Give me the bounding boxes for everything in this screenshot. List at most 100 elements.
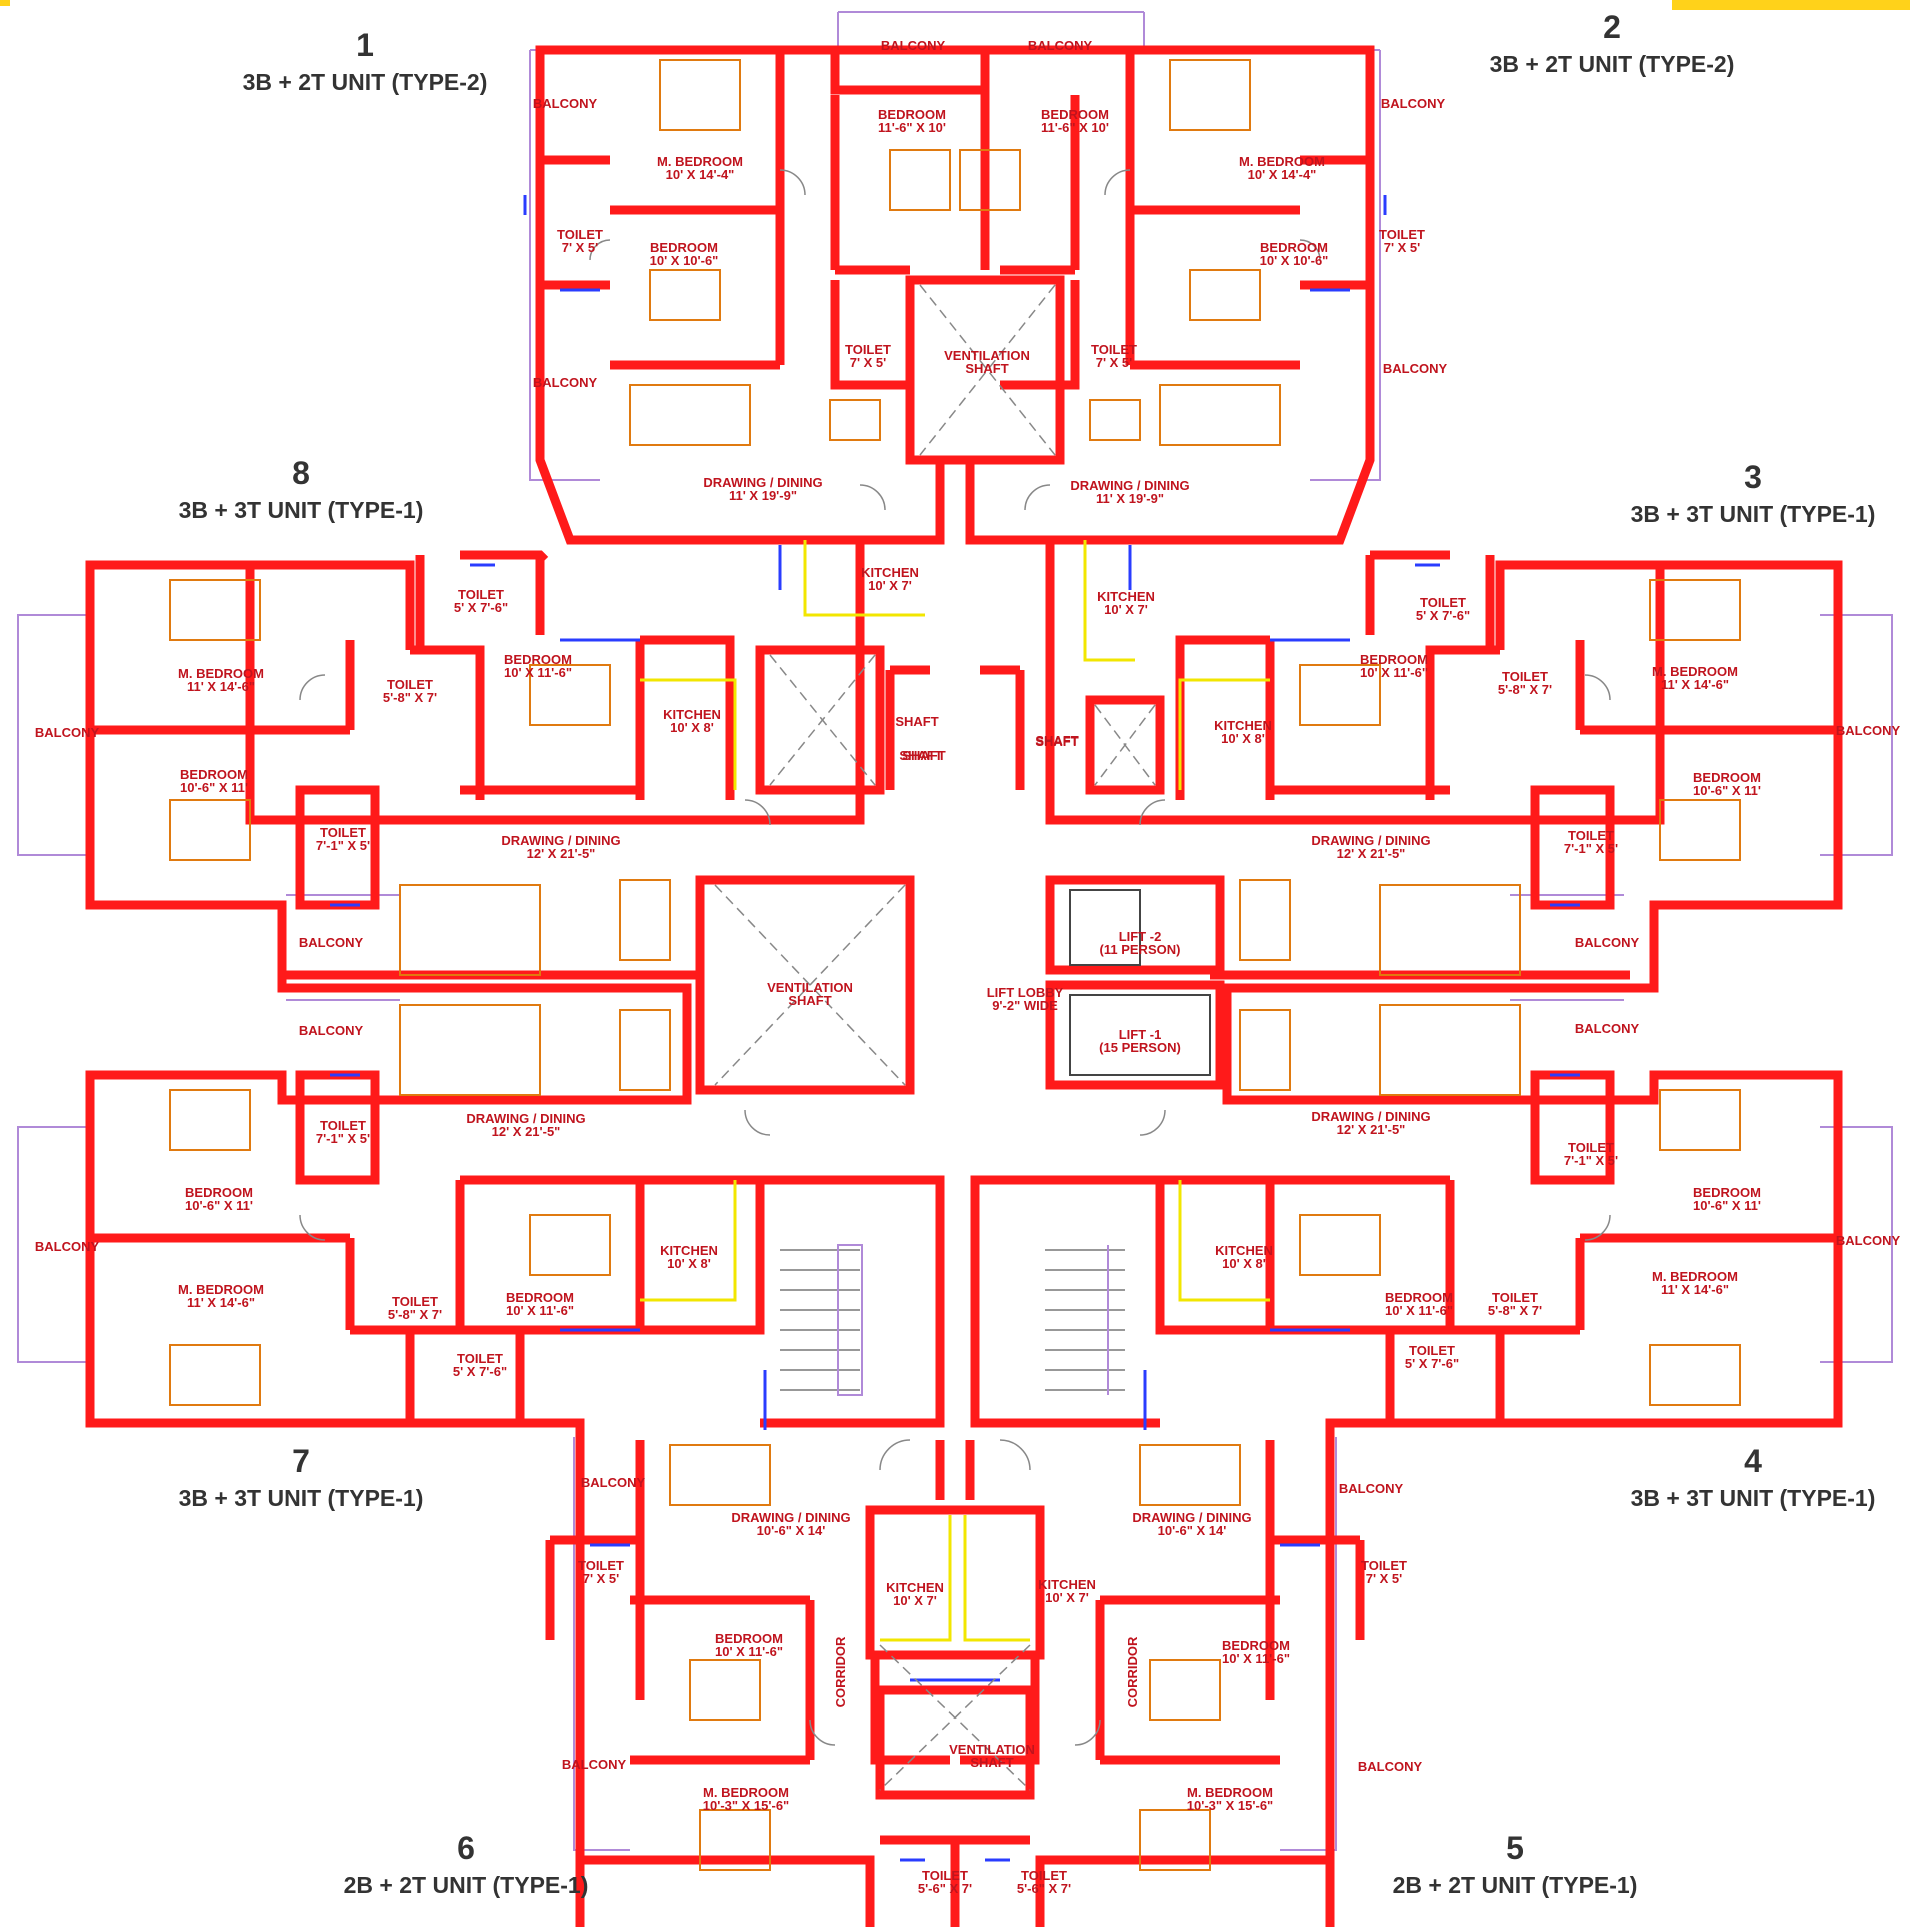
furniture	[169, 59, 1741, 1871]
room-label: BALCONY	[881, 38, 946, 53]
room-name: DRAWING / DINING	[501, 833, 620, 848]
room-size: 7' X 5'	[1384, 240, 1421, 255]
unit-number: 4	[1744, 1443, 1762, 1479]
room-label: SHAFT	[1035, 733, 1078, 748]
room-label: BALCONY	[1381, 96, 1446, 111]
room-name: DRAWING / DINING	[1311, 1109, 1430, 1124]
room-name: BEDROOM	[506, 1290, 574, 1305]
room-size: 10' X 11'-6"	[506, 1303, 574, 1318]
building-walls	[85, 45, 1843, 1927]
room-label: BALCONY	[1028, 38, 1093, 53]
room-size: 10' X 7'	[1104, 602, 1148, 617]
unit-type: 3B + 3T UNIT (TYPE-1)	[179, 1485, 424, 1511]
doors	[299, 169, 1611, 1746]
room-size: 10' X 11'-6"	[1360, 665, 1428, 680]
room-size: 10'-6" X 11'	[180, 780, 248, 795]
room-label: BALCONY	[1339, 1481, 1404, 1496]
windows	[330, 195, 1580, 1862]
room-name: BALCONY	[1339, 1481, 1404, 1496]
room-name: KITCHEN	[1097, 589, 1155, 604]
room-name: M. BEDROOM	[657, 154, 743, 169]
room-size: 10' X 14'-4"	[1248, 167, 1317, 182]
room-label: LIFT -1(15 PERSON)	[1099, 1027, 1181, 1055]
unit-number: 5	[1506, 1830, 1524, 1866]
room-size: 11' X 14'-6"	[1661, 677, 1729, 692]
room-name: BALCONY	[1358, 1759, 1423, 1774]
room-size: SHAFT	[970, 1755, 1013, 1770]
lifts	[1069, 889, 1211, 1076]
room-name: BEDROOM	[1222, 1638, 1290, 1653]
room-label: SHAFT	[899, 748, 942, 763]
room-name: TOILET	[1568, 1140, 1614, 1155]
room-label: BALCONY	[35, 1239, 100, 1254]
room-size: 10' X 11'-6"	[1222, 1651, 1290, 1666]
room-name: TOILET	[922, 1868, 968, 1883]
room-name: TOILET	[1361, 1558, 1407, 1573]
room-name: M. BEDROOM	[178, 1282, 264, 1297]
room-name: LIFT -2	[1119, 929, 1162, 944]
unit-number: 3	[1744, 459, 1762, 495]
room-name: TOILET	[387, 677, 433, 692]
room-name: TOILET	[392, 1294, 438, 1309]
unit-type: 3B + 2T UNIT (TYPE-2)	[1490, 51, 1735, 77]
unit-labels: 13B + 2T UNIT (TYPE-2)23B + 2T UNIT (TYP…	[179, 9, 1876, 1898]
room-name: DRAWING / DINING	[1311, 833, 1430, 848]
room-name: BEDROOM	[504, 652, 572, 667]
room-name: TOILET	[1420, 595, 1466, 610]
room-name: TOILET	[1409, 1343, 1455, 1358]
room-name: BEDROOM	[878, 107, 946, 122]
room-name: LIFT -1	[1119, 1027, 1162, 1042]
room-size: 10'-6" X 11'	[1693, 783, 1761, 798]
room-name: BEDROOM	[1693, 770, 1761, 785]
room-size: 10' X 8'	[667, 1256, 711, 1271]
room-name: BALCONY	[35, 1239, 100, 1254]
kitchen-counters	[640, 540, 1270, 1642]
room-size: 5' X 7'-6"	[453, 1364, 507, 1379]
staircases	[780, 1244, 1125, 1396]
room-size: 10'-6" X 14'	[757, 1523, 826, 1538]
room-size: 7'-1" X 5'	[1564, 841, 1618, 856]
unit-type: 3B + 3T UNIT (TYPE-1)	[1631, 1485, 1876, 1511]
room-name: CORRIDOR	[833, 1636, 848, 1707]
room-size: 11'-6" X 10'	[1041, 120, 1109, 135]
room-size: 10' X 14'-4"	[666, 167, 735, 182]
room-label: BALCONY	[1575, 935, 1640, 950]
room-size: 10' X 7'	[893, 1593, 937, 1608]
room-name: BEDROOM	[180, 767, 248, 782]
room-name: BALCONY	[1575, 1021, 1640, 1036]
room-label: BALCONY	[581, 1475, 646, 1490]
room-size: (15 PERSON)	[1099, 1040, 1181, 1055]
room-size: (11 PERSON)	[1100, 942, 1181, 957]
room-label: SHAFT	[895, 714, 938, 729]
unit-type: 3B + 3T UNIT (TYPE-1)	[1631, 501, 1876, 527]
room-name: M. BEDROOM	[1239, 154, 1325, 169]
room-size: 10' X 8'	[670, 720, 714, 735]
room-size: 5'-8" X 7'	[388, 1307, 442, 1322]
